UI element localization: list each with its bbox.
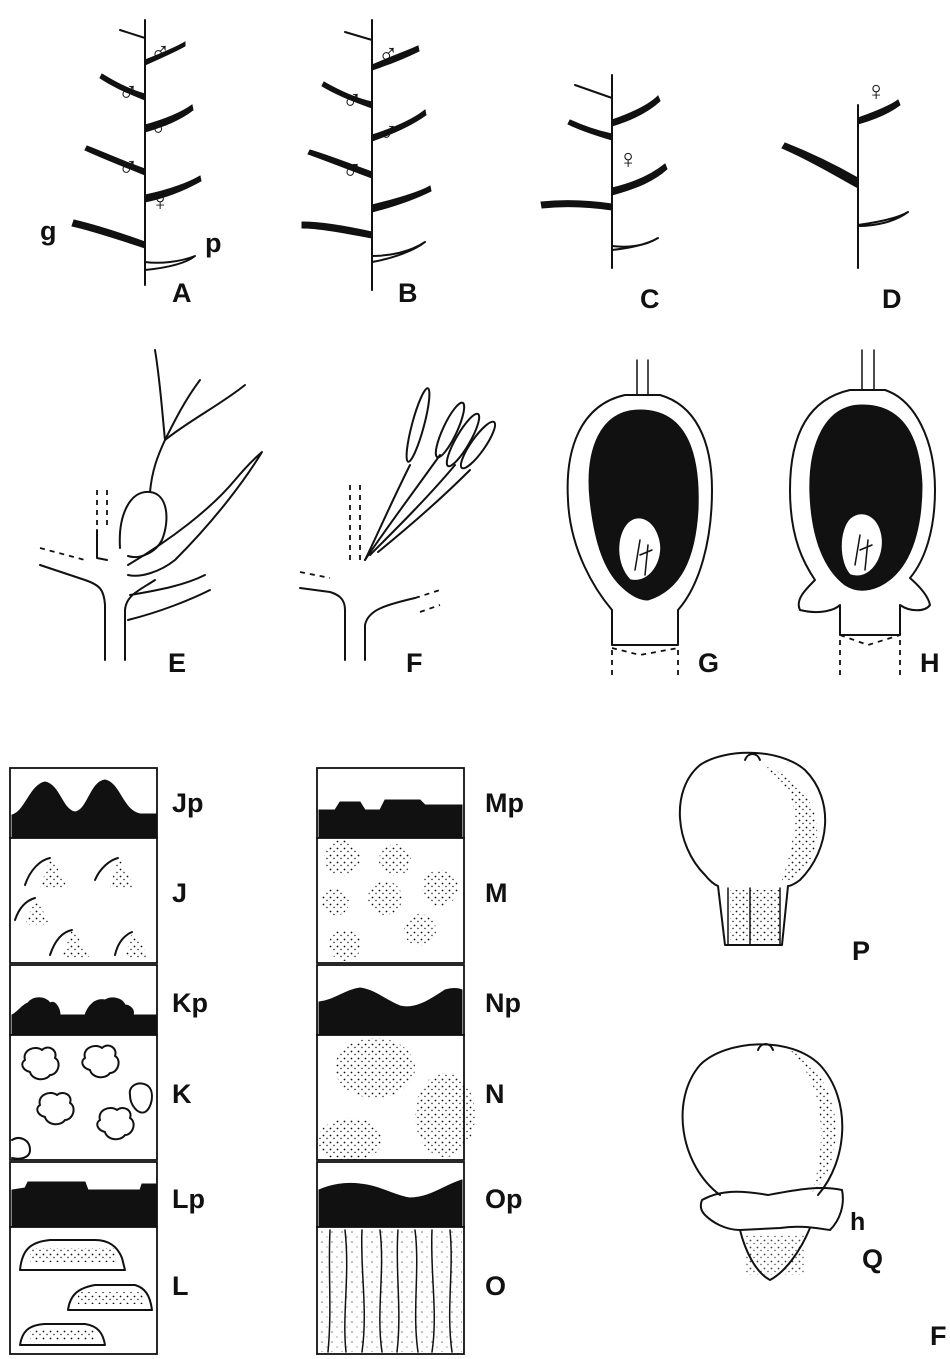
label-d: D [882,284,902,314]
label-j: J [172,878,187,908]
male-symbol: ♂ [150,111,170,141]
label-b: B [398,278,418,308]
label-p-panel: P [852,936,870,966]
male-symbol: ♂ [118,76,138,106]
label-n: N [485,1079,505,1109]
male-symbol: ♂ [378,38,398,68]
male-symbol: ♂ [342,154,362,184]
label-jp: Jp [172,788,204,818]
label-k: K [172,1079,192,1109]
label-op: Op [485,1184,523,1214]
label-a: A [172,278,192,308]
label-l: L [172,1271,189,1301]
female-symbol: ♀ [150,186,170,216]
label-h-panel: H [920,648,940,678]
panel-b-inflorescence: ♂ ♂ ♂ ♂ B [302,20,431,308]
label-g-panel: G [698,648,719,678]
male-symbol: ♂ [342,84,362,114]
label-kp: Kp [172,988,208,1018]
panel-f-male-floret: F [300,387,500,678]
ornament-column-left: Jp J Kp K Lp L [10,768,208,1354]
label-mp: Mp [485,788,524,818]
male-symbol: ♂ [378,116,398,146]
ornament-column-middle: Mp M Np N Op O [317,768,524,1354]
panel-h-caryopsis-section: H [790,350,940,678]
label-lp: Lp [172,1184,205,1214]
label-np: Np [485,988,521,1018]
label-e: E [168,648,186,678]
male-symbol: ♂ [150,36,170,66]
label-m: M [485,878,508,908]
label-q-panel: Q [862,1244,883,1274]
label-o: O [485,1271,506,1301]
panel-d-inflorescence: ♀ D [782,76,908,314]
female-symbol: ♀ [618,144,638,174]
panel-q-fruit: h Q [683,1044,883,1280]
panel-e-female-floret: E [40,350,262,678]
male-symbol: ♂ [118,151,138,181]
panel-a-inflorescence: ♂ ♂ ♂ ♂ ♀ g p A [40,20,222,308]
label-h-hilum: h [850,1208,865,1236]
label-p: p [205,228,222,258]
panel-c-inflorescence: ♀ C [541,75,667,314]
panel-p-fruit: P [680,753,870,966]
label-g: g [40,216,57,246]
label-f: F [406,648,423,678]
female-symbol: ♀ [866,76,886,106]
figure-corner-label: F [930,1321,947,1351]
label-c: C [640,284,660,314]
panel-g-caryopsis-section: G [568,360,719,680]
